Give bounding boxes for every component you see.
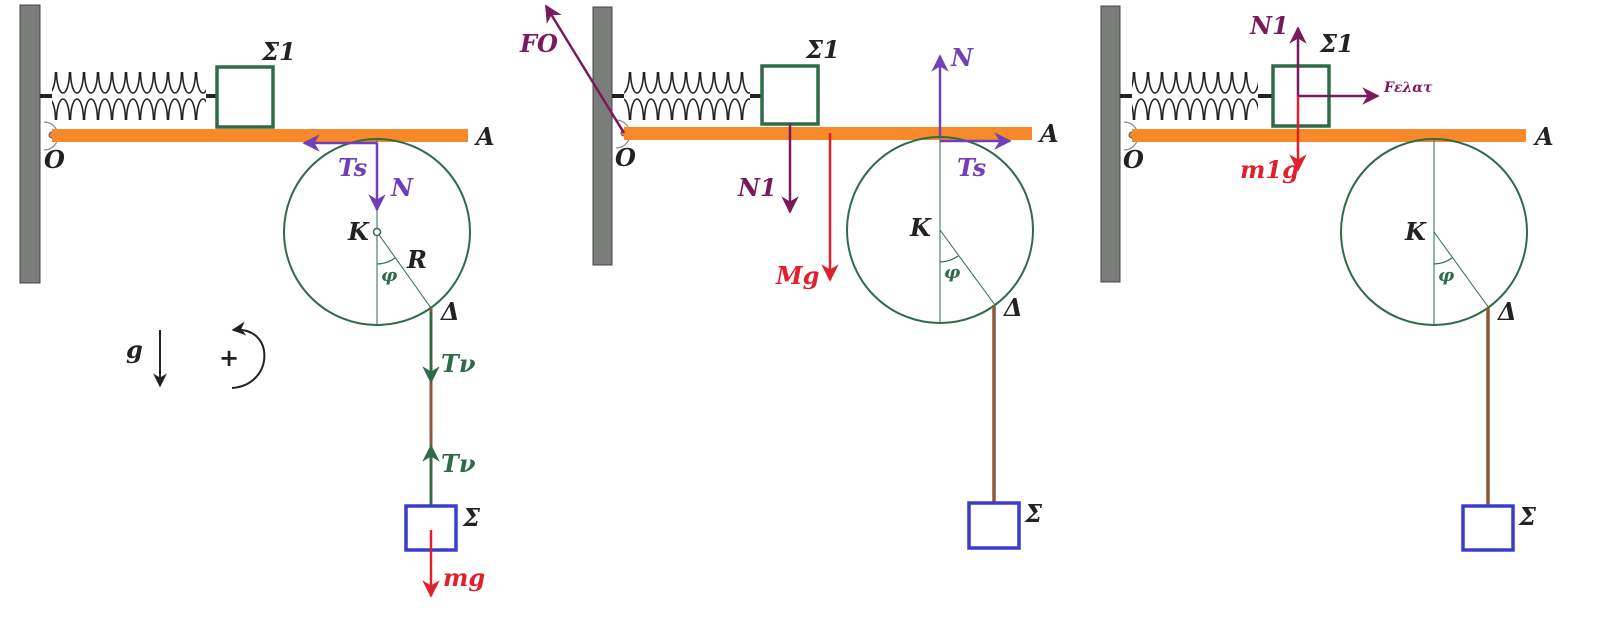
label-delta: Δ xyxy=(440,297,460,326)
label-O: O xyxy=(44,145,65,174)
label-phi: φ xyxy=(944,262,961,283)
label-sigma: Σ xyxy=(1518,502,1537,531)
label-phi: φ xyxy=(1438,265,1455,286)
rod xyxy=(1132,129,1526,142)
label-sigma: Σ xyxy=(462,503,481,532)
label-Tv-top: Tν xyxy=(441,349,476,378)
radius xyxy=(1433,231,1490,309)
label-R: R xyxy=(406,245,427,274)
label-K: K xyxy=(347,217,370,246)
rod xyxy=(52,129,468,142)
label-sigma1: Σ1 xyxy=(1319,29,1354,58)
label-N1: N1 xyxy=(1249,11,1289,40)
spring xyxy=(1120,72,1273,120)
hanging-block-sigma xyxy=(967,501,1021,550)
angle-phi-arc xyxy=(376,257,396,265)
label-O: O xyxy=(1123,145,1144,174)
label-mg: mg xyxy=(443,563,485,592)
label-Mg: Mg xyxy=(775,261,819,290)
label-phi: φ xyxy=(381,265,398,286)
panel-2: Σ1 O A K φ Δ Σ FO N Ts N1 Mg xyxy=(519,4,1059,550)
label-FO: FO xyxy=(519,29,558,58)
panel-1: Σ1 O A K R φ Δ Ts N Tν Tν Σ mg g + xyxy=(19,4,495,598)
label-delta: Δ xyxy=(1497,297,1517,326)
hanging-block-sigma xyxy=(1461,504,1515,552)
label-Ts: Ts xyxy=(338,153,368,182)
label-K: K xyxy=(1404,217,1427,246)
spring xyxy=(612,72,762,120)
label-m1g: m1g xyxy=(1240,155,1299,184)
label-sigma1: Σ1 xyxy=(805,35,840,64)
label-plus: + xyxy=(219,343,239,372)
angle-phi-arc xyxy=(1433,257,1453,265)
label-Felast: Fελατ xyxy=(1383,80,1433,96)
force-FO xyxy=(544,4,626,134)
label-sigma: Σ xyxy=(1024,499,1043,528)
panel-3: Σ1 O A K φ Δ Σ N1 Fελατ m1g xyxy=(1100,5,1554,552)
block-sigma1 xyxy=(215,65,275,129)
wall xyxy=(1100,5,1121,283)
label-sigma1: Σ1 xyxy=(261,37,296,66)
label-A: A xyxy=(474,122,495,151)
angle-phi-arc xyxy=(939,255,959,263)
wall xyxy=(592,6,613,266)
spring xyxy=(40,72,217,120)
label-Tv-bottom: Tν xyxy=(441,449,476,478)
label-N: N xyxy=(950,43,974,72)
label-A: A xyxy=(1533,122,1554,151)
label-N1: N1 xyxy=(737,173,777,202)
label-A: A xyxy=(1038,119,1059,148)
block-sigma1 xyxy=(760,64,820,126)
center-K xyxy=(372,227,382,237)
label-N: N xyxy=(390,173,414,202)
label-g: g xyxy=(126,335,143,364)
positive-rotation-arrow xyxy=(231,321,266,389)
rod xyxy=(624,127,1032,140)
label-Ts: Ts xyxy=(957,153,987,182)
radius xyxy=(939,229,996,306)
radius-R xyxy=(376,231,432,309)
label-delta: Δ xyxy=(1003,293,1023,322)
wall xyxy=(19,4,41,284)
label-O: O xyxy=(615,143,636,172)
label-K: K xyxy=(909,213,932,242)
